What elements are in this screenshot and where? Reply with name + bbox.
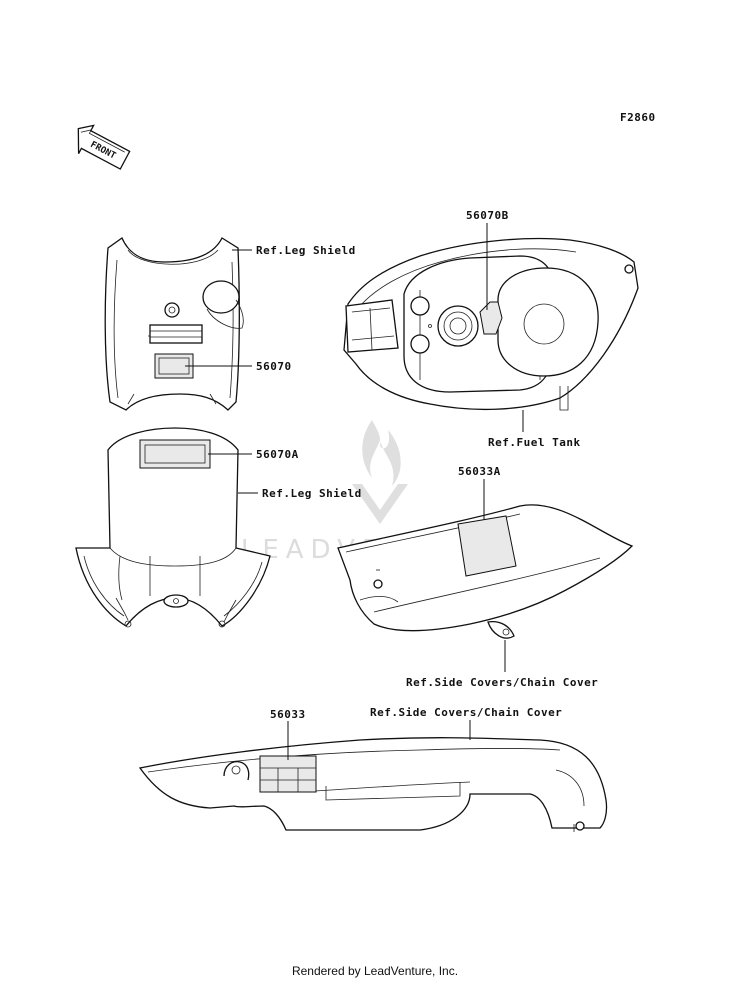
callout-part-56033A: 56033A: [458, 465, 501, 478]
callout-ref-leg-shield-bottom: Ref.Leg Shield: [262, 487, 362, 500]
callout-ref-fuel-tank: Ref.Fuel Tank: [488, 436, 581, 449]
footer-credit: Rendered by LeadVenture, Inc.: [292, 964, 458, 978]
front-direction-arrow-icon: FRONT: [77, 124, 131, 170]
side-cover-upper: [337, 504, 634, 639]
callout-ref-leg-shield-top: Ref.Leg Shield: [256, 244, 356, 257]
callout-ref-side-covers-2: Ref.Side Covers/Chain Cover: [370, 706, 562, 719]
callout-part-56033: 56033: [270, 708, 306, 721]
callout-ref-side-covers-1: Ref.Side Covers/Chain Cover: [406, 676, 598, 689]
diagram-code: F2860: [620, 111, 656, 124]
side-cover-lower: [138, 737, 608, 832]
leg-shield-lower: [75, 427, 271, 628]
callout-part-56070A: 56070A: [256, 448, 299, 461]
leg-shield-upper: [104, 237, 244, 411]
leader-lines: [185, 223, 524, 760]
callout-part-56070: 56070: [256, 360, 292, 373]
fuel-tank: [343, 237, 639, 411]
callout-part-56070B: 56070B: [466, 209, 509, 222]
